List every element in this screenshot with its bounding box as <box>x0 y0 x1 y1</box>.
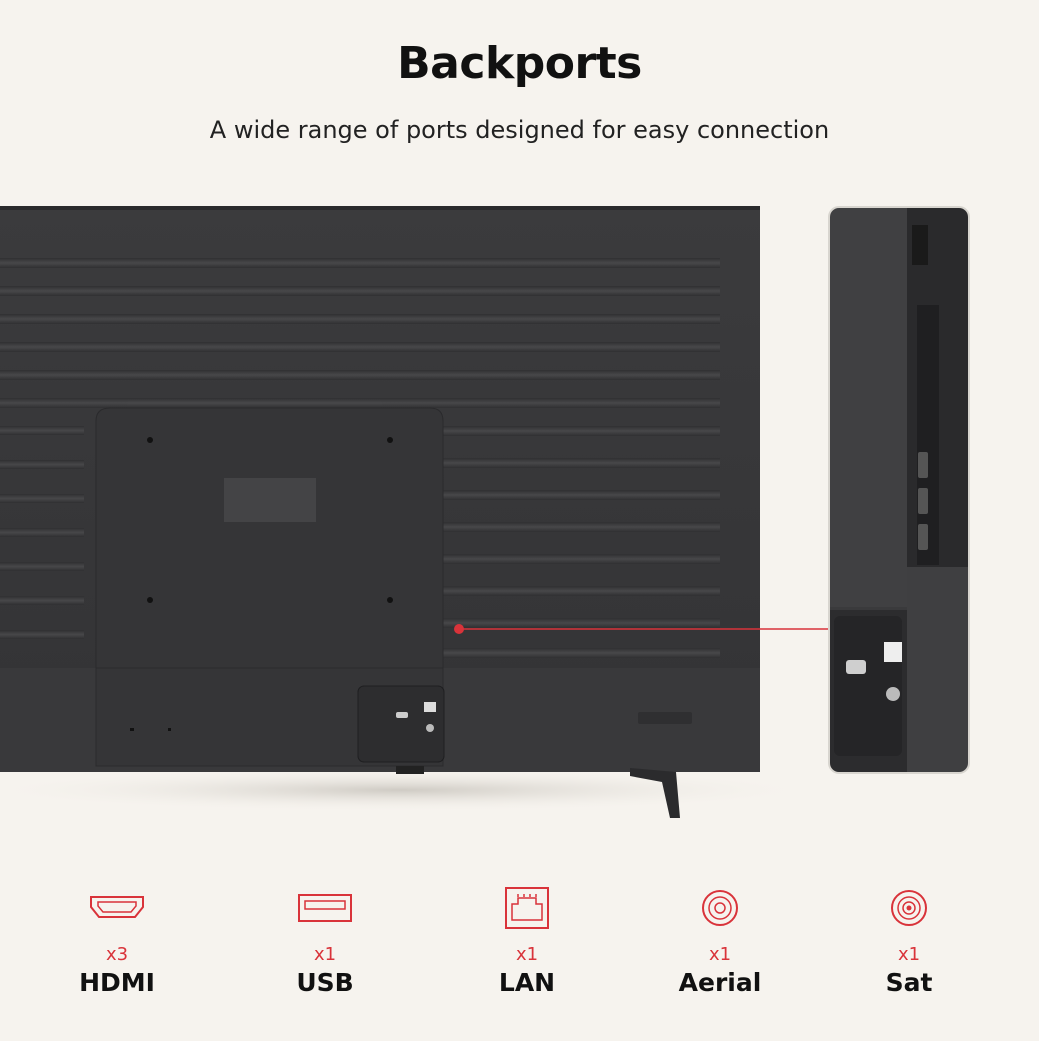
port-item-lan: x1 LAN <box>447 880 607 998</box>
zoom-inset-frame <box>828 206 970 774</box>
port-item-sat: x1 Sat <box>829 880 989 998</box>
port-item-aerial: x1 Aerial <box>640 880 800 998</box>
tv-shadow <box>0 768 820 812</box>
aerial-icon <box>640 880 800 936</box>
port-label: Sat <box>885 968 933 997</box>
hdmi-icon <box>37 880 197 936</box>
page-title: Backports <box>397 38 642 89</box>
ports-row: x3 HDMI x1 USB x1 LAN x1 Aerial x1 Sat <box>0 880 1039 1010</box>
port-count: x3 <box>105 944 129 965</box>
port-label: Aerial <box>678 968 762 997</box>
page-subtitle: A wide range of ports designed for easy … <box>209 116 830 144</box>
callout-dot <box>454 624 464 634</box>
port-count: x1 <box>897 944 921 965</box>
tv-label-sticker <box>224 478 316 522</box>
port-count: x1 <box>313 944 337 965</box>
tv-port-bay <box>357 685 445 763</box>
zoom-inset <box>829 207 969 773</box>
port-item-hdmi: x3 HDMI <box>37 880 197 998</box>
port-label: LAN <box>498 968 556 997</box>
tv-stand-leg <box>630 768 680 818</box>
port-count: x1 <box>515 944 539 965</box>
sat-icon <box>829 880 989 936</box>
tv-stand-bracket <box>638 712 692 724</box>
port-label: HDMI <box>79 968 155 997</box>
lan-icon <box>447 880 607 936</box>
usb-icon <box>245 880 405 936</box>
tv-ridges <box>0 258 720 658</box>
port-label: USB <box>296 968 354 997</box>
port-item-usb: x1 USB <box>245 880 405 998</box>
tv-rear-panel <box>95 407 444 669</box>
port-count: x1 <box>708 944 732 965</box>
